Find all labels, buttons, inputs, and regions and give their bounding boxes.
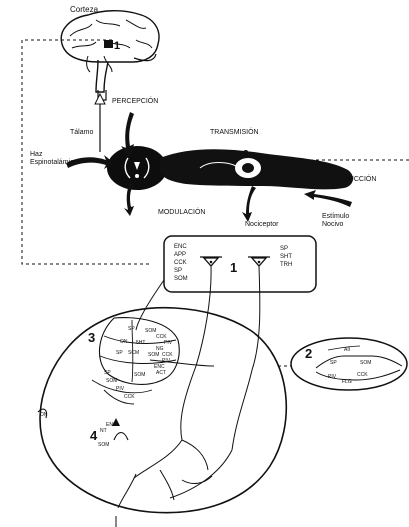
number-2-top: 2 [243, 149, 249, 160]
label-haz: Haz [30, 151, 43, 158]
label-nociceptor: Nociceptor [245, 221, 279, 228]
cell3-label: SP [128, 326, 135, 332]
ellipse2-label: AII [344, 347, 350, 353]
cell3-label: PIV [164, 340, 173, 346]
ellipse2-label: FLG [342, 379, 352, 385]
label-nocivo: Nocivo [322, 221, 344, 228]
cell4-on-label: ON [40, 412, 48, 418]
number-2-ellipse: 2 [305, 346, 312, 361]
box1-left-item: SP [174, 268, 182, 274]
cell3-label: SOM [145, 328, 156, 334]
spinal-cord-section [107, 146, 167, 190]
label-modulacion: MODULACIÓN [158, 207, 205, 216]
box1-left-list: ENC APP CCK SP SOM [174, 244, 188, 282]
label-talamo: Tálamo [70, 129, 93, 136]
ellipse2-label: CCK [357, 372, 368, 378]
cell3-label: CCK [124, 394, 135, 400]
box1-right-item: TRH [280, 262, 292, 268]
label-percepcion: PERCEPCIÓN [112, 96, 158, 105]
number-1-box: 1 [230, 260, 237, 275]
box1-left-item: SOM [174, 276, 188, 282]
cell3-label: SOM [134, 372, 145, 378]
cell3-label: SP [104, 370, 111, 376]
label-transmision: TRANSMISIÓN [210, 127, 259, 136]
label-espinotalamico: Espinotalámico [30, 159, 78, 166]
cell3-label: ON [120, 339, 128, 345]
label-corteza: Corteza [70, 5, 99, 14]
cell4-label: NT [100, 428, 107, 434]
cell3-label: SCM [128, 350, 139, 356]
ellipse2-label: SOM [360, 360, 371, 366]
box1-left-item: ENC [174, 244, 187, 250]
box1-left-item: APP [174, 252, 186, 258]
cell3-label: ACT [156, 370, 166, 376]
number-3: 3 [88, 330, 95, 345]
cell3-label: SOM [148, 352, 159, 358]
cell3-label: SP [116, 350, 123, 356]
number-4: 4 [90, 428, 98, 443]
number-1-top: 1 [114, 40, 120, 52]
cell4-label: ENC [106, 422, 117, 428]
box1-left-item: CCK [174, 260, 187, 266]
label-transduccion: TRANSDUCCIÓN [320, 174, 376, 183]
peripheral-nerve [160, 149, 353, 189]
brain-illustration [61, 11, 159, 100]
box1-right-item: SHT [280, 254, 292, 260]
cell3-label: 5HT [136, 340, 145, 346]
cell3-label: SOM [106, 378, 117, 384]
transmitter-box-1 [164, 236, 316, 292]
ascending-arrow [95, 94, 105, 152]
thalamus-marker [104, 40, 113, 48]
box1-right-item: SP [280, 246, 288, 252]
ellipse2-label: PIV [328, 374, 337, 380]
ellipse2-label: SP [330, 360, 337, 366]
label-estimulo: Estímulo [322, 213, 349, 220]
cell3-label: PIV [116, 386, 125, 392]
cell4-label: SOM [98, 442, 109, 448]
